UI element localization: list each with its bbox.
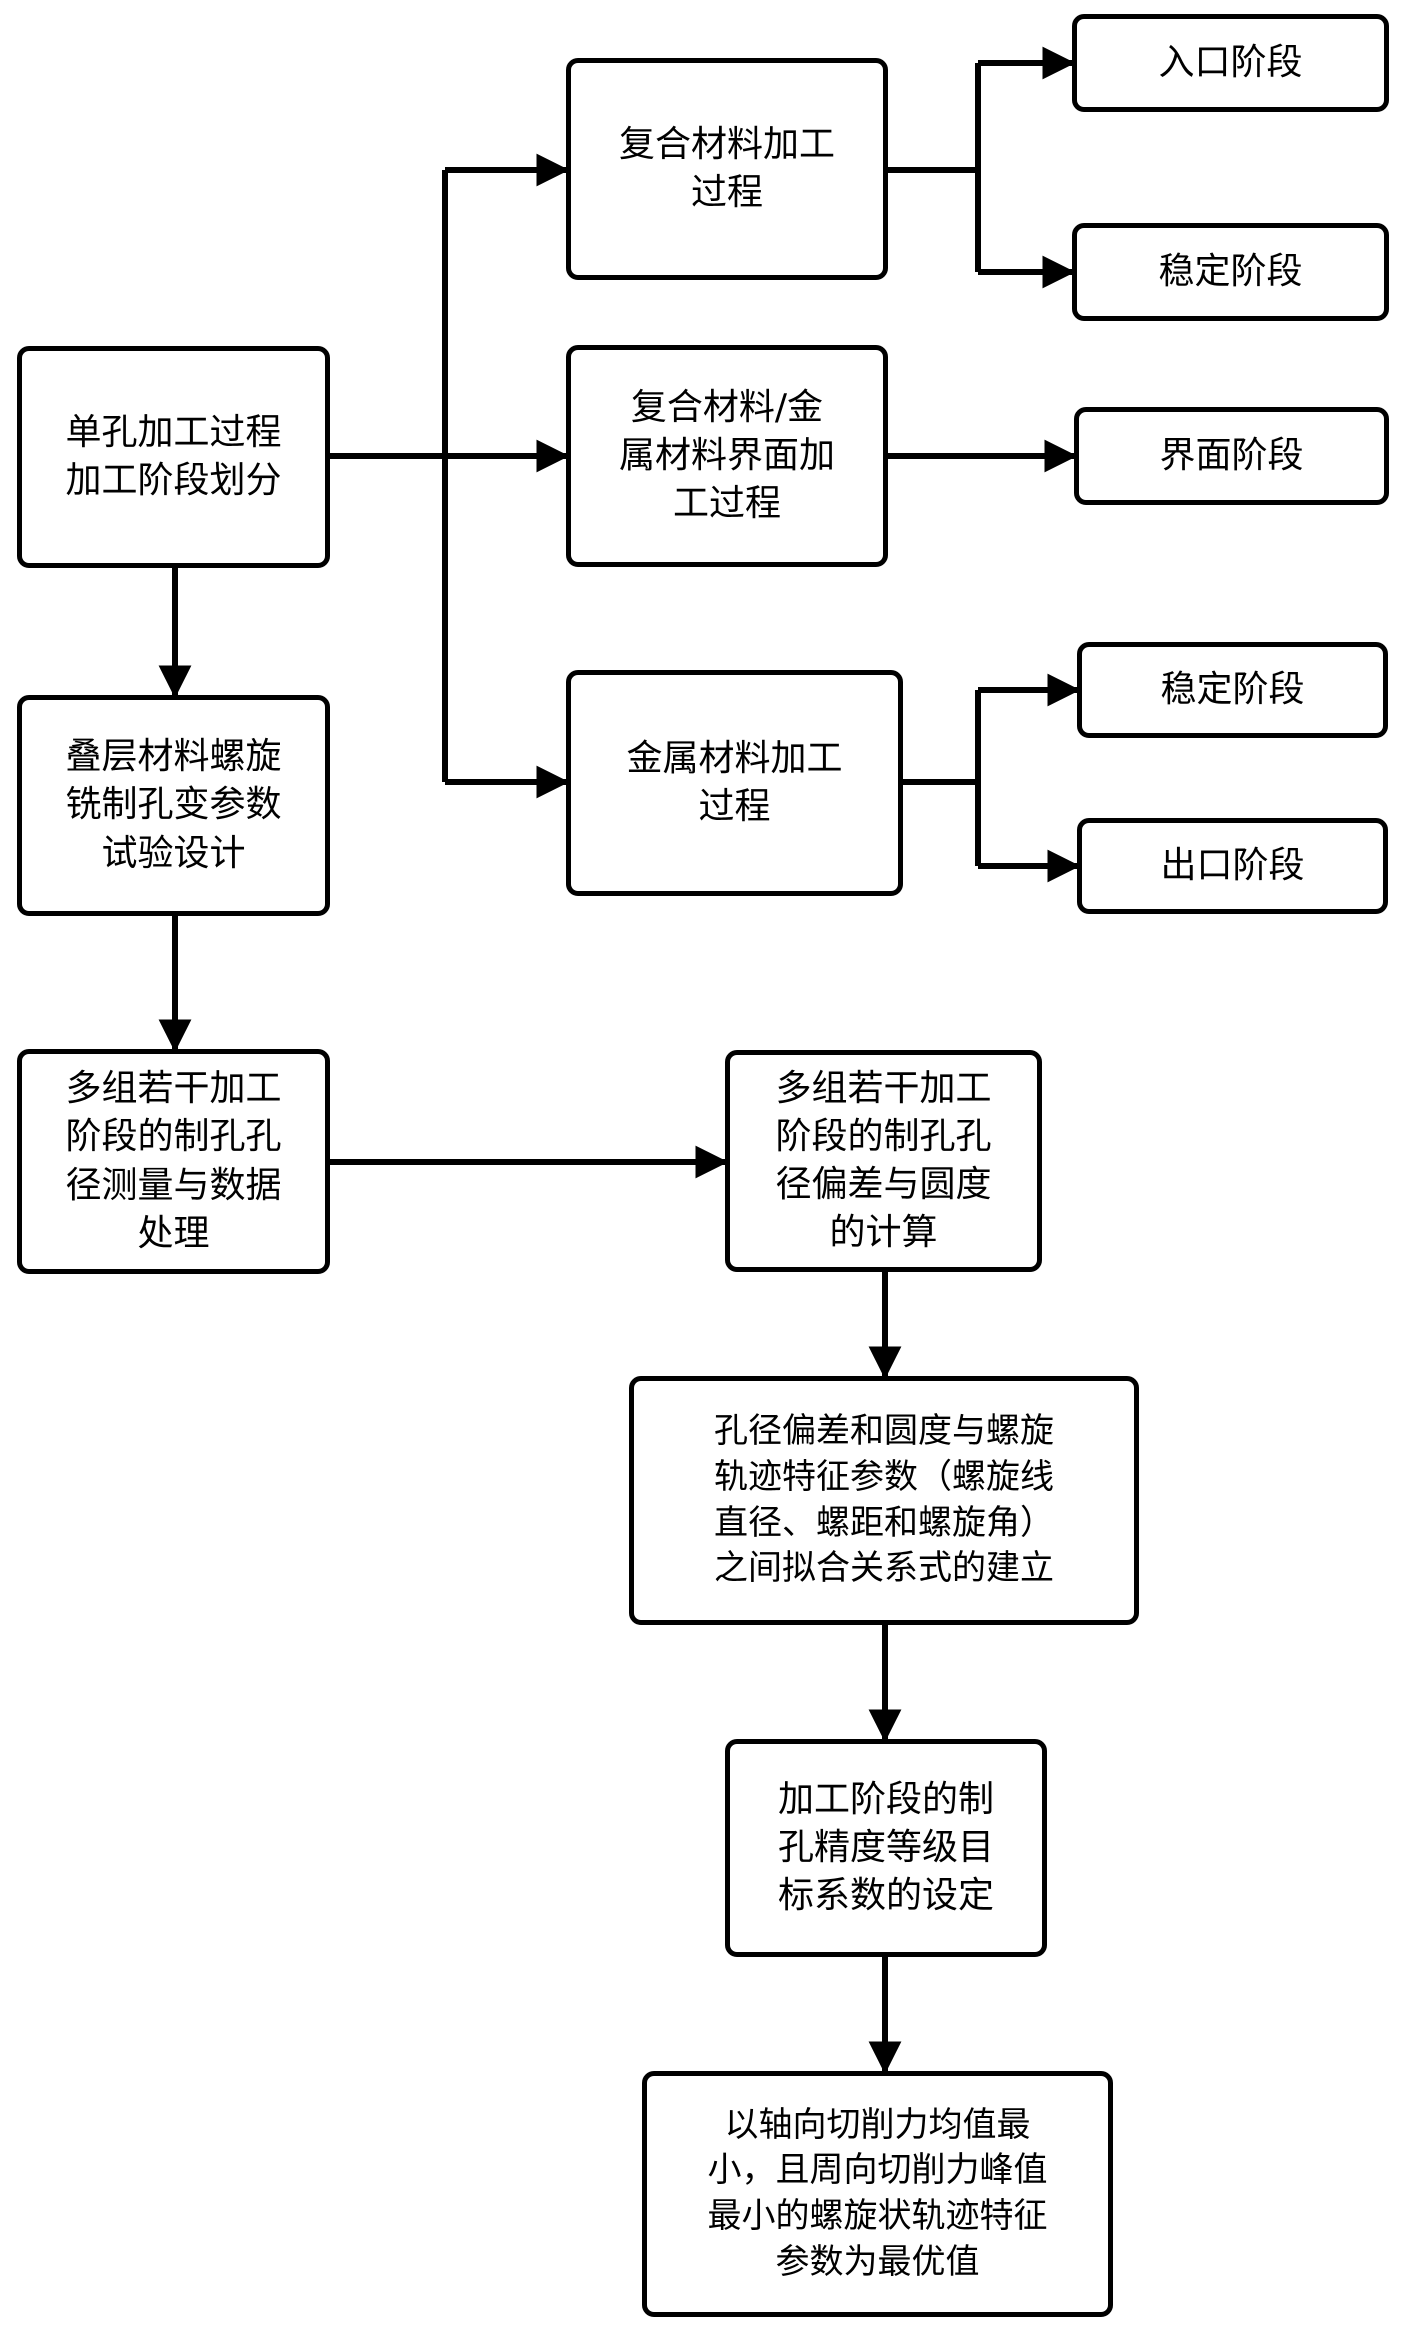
stable-stage-2-box: 稳定阶段 <box>1077 642 1388 738</box>
interface-stage-box: 界面阶段 <box>1074 407 1389 505</box>
deviation-roundness-calc-label: 多组若干加工 阶段的制孔孔 径偏差与圆度 的计算 <box>775 1067 992 1254</box>
metal-process-label: 金属材料加工 过程 <box>626 737 843 827</box>
fitting-relation-box: 孔径偏差和圆度与螺旋 轨迹特征参数（螺旋线 直径、螺距和螺旋角） 之间拟合关系式… <box>629 1376 1139 1625</box>
single-hole-stage-division-label: 单孔加工过程 加工阶段划分 <box>65 411 282 501</box>
exit-stage-label: 出口阶段 <box>1160 844 1305 886</box>
exit-stage-box: 出口阶段 <box>1077 818 1388 914</box>
measurement-processing-box: 多组若干加工 阶段的制孔孔 径测量与数据 处理 <box>17 1049 330 1274</box>
stable-stage-1-label: 稳定阶段 <box>1158 250 1303 292</box>
fitting-relation-label: 孔径偏差和圆度与螺旋 轨迹特征参数（螺旋线 直径、螺距和螺旋角） 之间拟合关系式… <box>714 1411 1054 1589</box>
target-coefficient-box: 加工阶段的制 孔精度等级目 标系数的设定 <box>725 1739 1047 1957</box>
stable-stage-1-box: 稳定阶段 <box>1072 223 1389 321</box>
stable-stage-2-label: 稳定阶段 <box>1160 668 1305 710</box>
interface-process-box: 复合材料/金 属材料界面加 工过程 <box>566 345 888 567</box>
optimal-params-label: 以轴向切削力均值最 小，且周向切削力峰值 最小的螺旋状轨迹特征 参数为最优值 <box>707 2104 1048 2282</box>
entry-stage-box: 入口阶段 <box>1072 14 1389 112</box>
connector-metal-branch <box>903 690 981 866</box>
composite-process-box: 复合材料加工 过程 <box>566 58 888 280</box>
metal-process-box: 金属材料加工 过程 <box>566 670 903 896</box>
target-coefficient-label: 加工阶段的制 孔精度等级目 标系数的设定 <box>777 1778 994 1917</box>
optimal-params-box: 以轴向切削力均值最 小，且周向切削力峰值 最小的螺旋状轨迹特征 参数为最优值 <box>642 2071 1113 2317</box>
experiment-design-label: 叠层材料螺旋 铣制孔变参数 试验设计 <box>65 736 282 874</box>
entry-stage-label: 入口阶段 <box>1158 41 1303 83</box>
single-hole-stage-division-box: 单孔加工过程 加工阶段划分 <box>17 346 330 568</box>
experiment-design-box: 叠层材料螺旋 铣制孔变参数 试验设计 <box>17 695 330 916</box>
interface-stage-label: 界面阶段 <box>1159 434 1304 476</box>
connector-composite-branch <box>888 63 981 272</box>
deviation-roundness-calc-box: 多组若干加工 阶段的制孔孔 径偏差与圆度 的计算 <box>725 1050 1042 1272</box>
composite-process-label: 复合材料加工 过程 <box>618 123 835 213</box>
interface-process-label: 复合材料/金 属材料界面加 工过程 <box>618 386 835 525</box>
measurement-processing-label: 多组若干加工 阶段的制孔孔 径测量与数据 处理 <box>65 1068 282 1254</box>
